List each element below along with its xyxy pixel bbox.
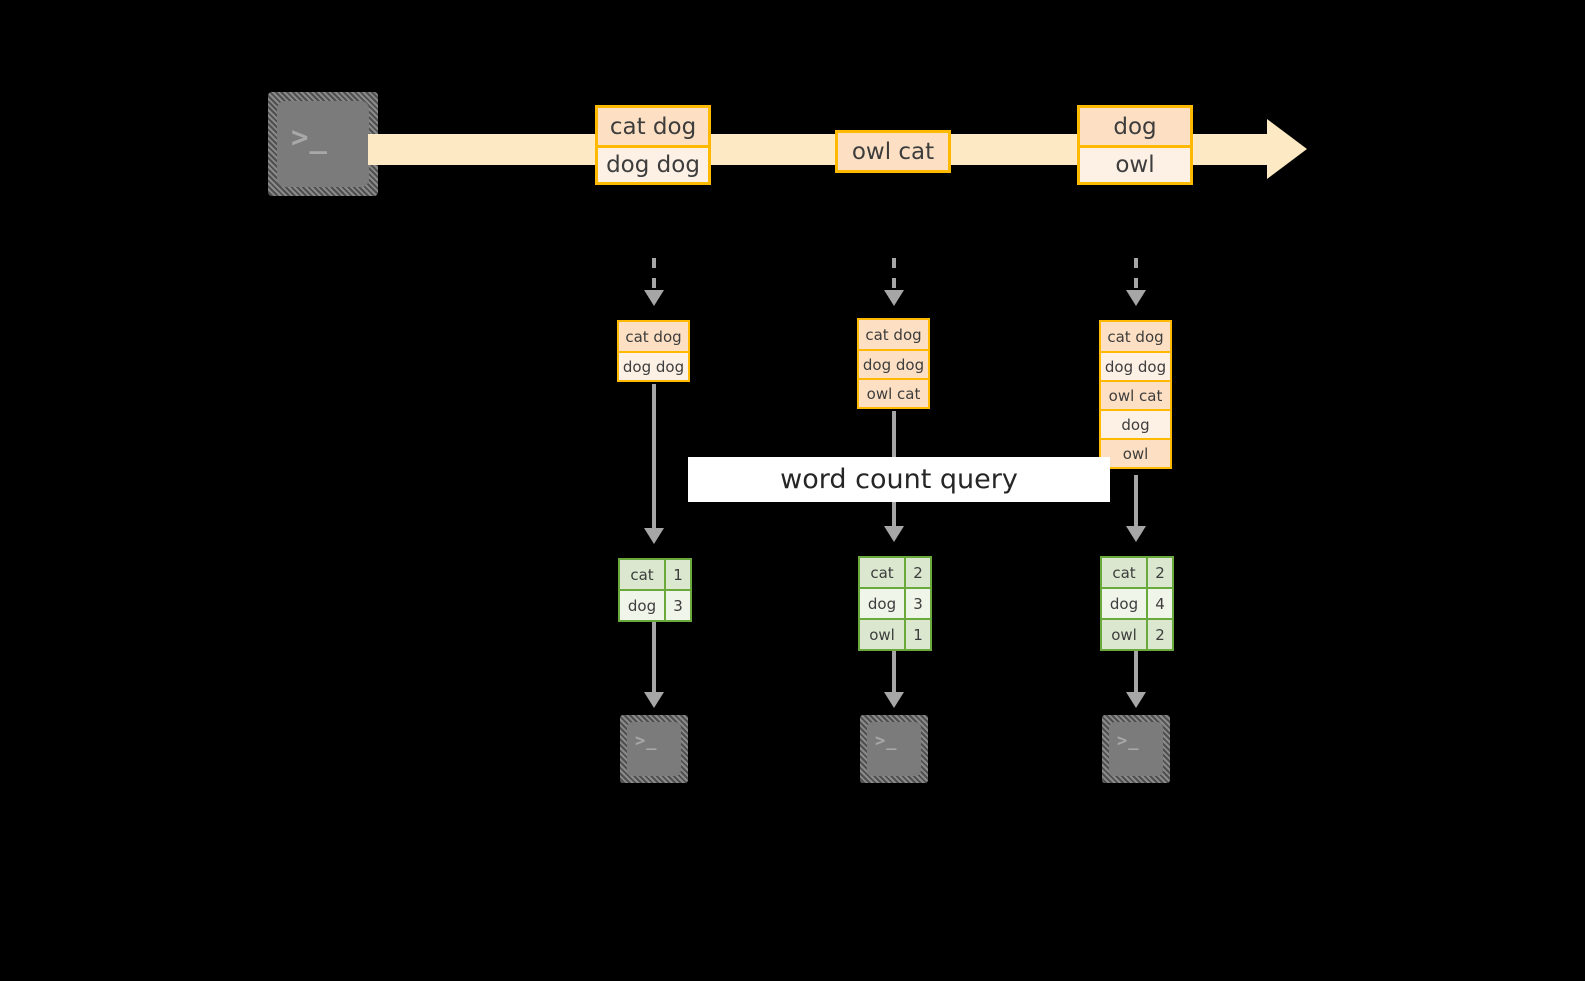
terminal-prompt-glyph: >_ [291, 120, 328, 154]
stream-message-group-1: cat dog dog dog [595, 105, 711, 185]
terminal-body: >_ [627, 722, 681, 776]
count-value: 1 [904, 620, 930, 649]
terminal-body: >_ [867, 722, 921, 776]
count-value: 2 [904, 558, 930, 587]
snapshot-input-line: cat dog [619, 322, 688, 351]
snapshot-1-dashed-arrowhead [644, 290, 664, 306]
snapshot-3-output-arrowhead [1126, 692, 1146, 708]
count-value: 3 [664, 591, 690, 620]
snapshot-1-dashed-connector [652, 258, 656, 292]
table-row: dog 4 [1102, 587, 1172, 618]
snapshot-3-output-connector [1134, 651, 1138, 694]
snapshot-1-output-arrowhead [644, 692, 664, 708]
count-value: 3 [904, 589, 930, 618]
count-word: dog [620, 591, 664, 620]
snapshot-2-dashed-connector [892, 258, 896, 292]
query-label-text: word count query [780, 464, 1018, 495]
terminal-body: >_ [1109, 722, 1163, 776]
snapshot-3-input-stack: cat dog dog dog owl cat dog owl [1099, 320, 1172, 469]
snapshot-3-dashed-connector [1134, 258, 1138, 292]
count-word: cat [1102, 558, 1146, 587]
table-row: owl 2 [1102, 618, 1172, 649]
stream-message: dog [1080, 108, 1190, 145]
table-row: dog 3 [860, 587, 930, 618]
snapshot-input-line: owl [1101, 438, 1170, 467]
table-row: cat 2 [1102, 558, 1172, 587]
table-row: owl 1 [860, 618, 930, 649]
table-row: cat 2 [860, 558, 930, 587]
stream-message-group-2: owl cat [835, 130, 951, 173]
snapshot-input-line: dog dog [1101, 351, 1170, 380]
snapshot-input-line: cat dog [1101, 322, 1170, 351]
snapshot-input-line: owl cat [1101, 380, 1170, 409]
table-row: cat 1 [620, 560, 690, 589]
snapshot-2-output-connector [892, 651, 896, 694]
count-word: owl [1102, 620, 1146, 649]
snapshot-2-query-arrowhead [884, 526, 904, 542]
terminal-prompt-glyph: >_ [875, 731, 898, 751]
snapshot-input-line: dog dog [859, 349, 928, 378]
snapshot-2-output-arrowhead [884, 692, 904, 708]
count-word: dog [1102, 589, 1146, 618]
snapshot-1-output-connector [652, 622, 656, 694]
snapshot-1-query-arrowhead [644, 528, 664, 544]
terminal-prompt-glyph: >_ [635, 731, 658, 751]
terminal-prompt-glyph: >_ [1117, 731, 1140, 751]
stream-message: dog dog [598, 145, 708, 182]
snapshot-input-line: owl cat [859, 378, 928, 407]
snapshot-3-query-arrowhead [1126, 526, 1146, 542]
stream-arrow-icon [1267, 119, 1310, 179]
count-word: cat [860, 558, 904, 587]
query-label: word count query [688, 457, 1110, 502]
snapshot-input-line: dog [1101, 409, 1170, 438]
snapshot-2-consumer-terminal-icon: >_ [860, 715, 928, 783]
snapshot-2-count-table: cat 2 dog 3 owl 1 [858, 556, 932, 651]
count-value: 4 [1146, 589, 1172, 618]
snapshot-1-query-connector [652, 384, 656, 530]
count-value: 2 [1146, 558, 1172, 587]
terminal-body: >_ [277, 101, 369, 187]
count-value: 1 [664, 560, 690, 589]
snapshot-3-count-table: cat 2 dog 4 owl 2 [1100, 556, 1174, 651]
snapshot-input-line: cat dog [859, 320, 928, 349]
count-word: owl [860, 620, 904, 649]
producer-terminal-icon: >_ [268, 92, 378, 196]
count-word: dog [860, 589, 904, 618]
stream-message: owl cat [838, 133, 948, 170]
snapshot-2-input-stack: cat dog dog dog owl cat [857, 318, 930, 409]
snapshot-3-dashed-arrowhead [1126, 290, 1146, 306]
snapshot-input-line: dog dog [619, 351, 688, 380]
stream-message: cat dog [598, 108, 708, 145]
stream-message: owl [1080, 145, 1190, 182]
stream-message-group-3: dog owl [1077, 105, 1193, 185]
table-row: dog 3 [620, 589, 690, 620]
snapshot-2-dashed-arrowhead [884, 290, 904, 306]
snapshot-1-input-stack: cat dog dog dog [617, 320, 690, 382]
count-word: cat [620, 560, 664, 589]
count-value: 2 [1146, 620, 1172, 649]
snapshot-1-count-table: cat 1 dog 3 [618, 558, 692, 622]
snapshot-1-consumer-terminal-icon: >_ [620, 715, 688, 783]
snapshot-3-query-connector [1134, 475, 1138, 528]
snapshot-3-consumer-terminal-icon: >_ [1102, 715, 1170, 783]
